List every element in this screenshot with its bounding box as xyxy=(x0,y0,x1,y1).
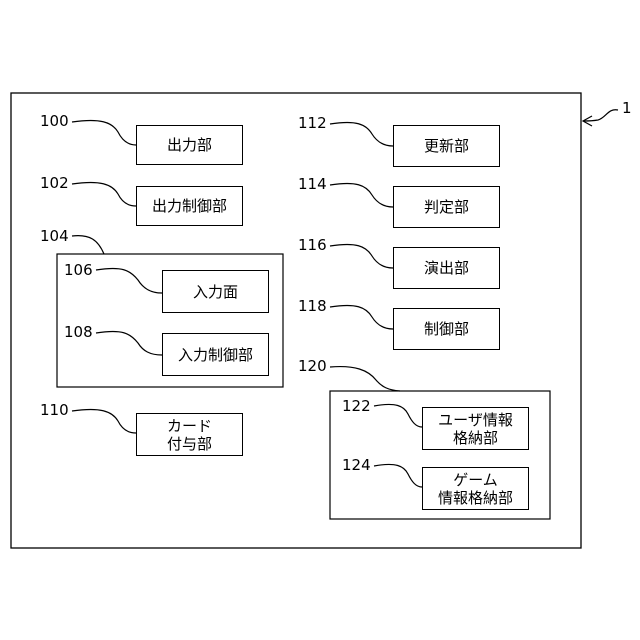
unit-text-124-line1: ゲーム xyxy=(453,471,498,489)
unit-box-110: カード 付与部 xyxy=(136,413,243,456)
ref-label-110: 110 xyxy=(40,402,69,418)
unit-text-122-line1: ユーザ情報 xyxy=(438,411,513,429)
leader-114 xyxy=(330,183,393,207)
unit-box-108: 入力制御部 xyxy=(162,333,269,376)
ref-label-106: 106 xyxy=(64,262,93,278)
unit-box-100: 出力部 xyxy=(136,125,243,165)
leader-100 xyxy=(72,120,136,145)
ref-label-124: 124 xyxy=(342,457,371,473)
ref-label-112: 112 xyxy=(298,115,327,131)
leader-124 xyxy=(374,464,422,487)
ref-label-114: 114 xyxy=(298,176,327,192)
unit-box-122: ユーザ情報 格納部 xyxy=(422,407,529,450)
leader-110 xyxy=(72,409,136,433)
unit-text-116: 演出部 xyxy=(424,259,469,277)
leader-116 xyxy=(330,244,393,268)
ref-label-104: 104 xyxy=(40,228,69,244)
unit-box-124: ゲーム 情報格納部 xyxy=(422,467,529,510)
apparatus-leader-line xyxy=(584,110,618,121)
leader-118 xyxy=(330,305,393,329)
leader-112 xyxy=(330,122,393,146)
ref-label-100: 100 xyxy=(40,113,69,129)
unit-text-118: 制御部 xyxy=(424,320,469,338)
unit-text-110-line2: 付与部 xyxy=(167,435,212,453)
leader-102 xyxy=(72,182,136,206)
ref-label-108: 108 xyxy=(64,324,93,340)
ref-label-system: 1 xyxy=(622,100,632,116)
leader-108 xyxy=(96,331,162,355)
unit-text-112: 更新部 xyxy=(424,137,469,155)
unit-box-106: 入力面 xyxy=(162,270,269,313)
ref-label-120: 120 xyxy=(298,358,327,374)
unit-text-114: 判定部 xyxy=(424,198,469,216)
unit-text-122-line2: 格納部 xyxy=(453,429,498,447)
unit-text-124-line2: 情報格納部 xyxy=(438,489,513,507)
leader-122 xyxy=(374,404,422,427)
unit-box-112: 更新部 xyxy=(393,125,500,167)
unit-text-110-line1: カード xyxy=(167,417,212,435)
ref-label-102: 102 xyxy=(40,175,69,191)
unit-text-108: 入力制御部 xyxy=(178,346,253,364)
ref-label-116: 116 xyxy=(298,237,327,253)
ref-label-118: 118 xyxy=(298,298,327,314)
unit-box-116: 演出部 xyxy=(393,247,500,289)
unit-text-100: 出力部 xyxy=(167,136,212,154)
unit-text-106: 入力面 xyxy=(193,283,238,301)
unit-box-102: 出力制御部 xyxy=(136,186,243,226)
ref-label-122: 122 xyxy=(342,398,371,414)
unit-box-114: 判定部 xyxy=(393,186,500,228)
unit-text-102: 出力制御部 xyxy=(152,197,227,215)
unit-box-118: 制御部 xyxy=(393,308,500,350)
leader-104 xyxy=(72,236,104,254)
leader-120 xyxy=(330,367,400,391)
leader-106 xyxy=(96,268,162,293)
